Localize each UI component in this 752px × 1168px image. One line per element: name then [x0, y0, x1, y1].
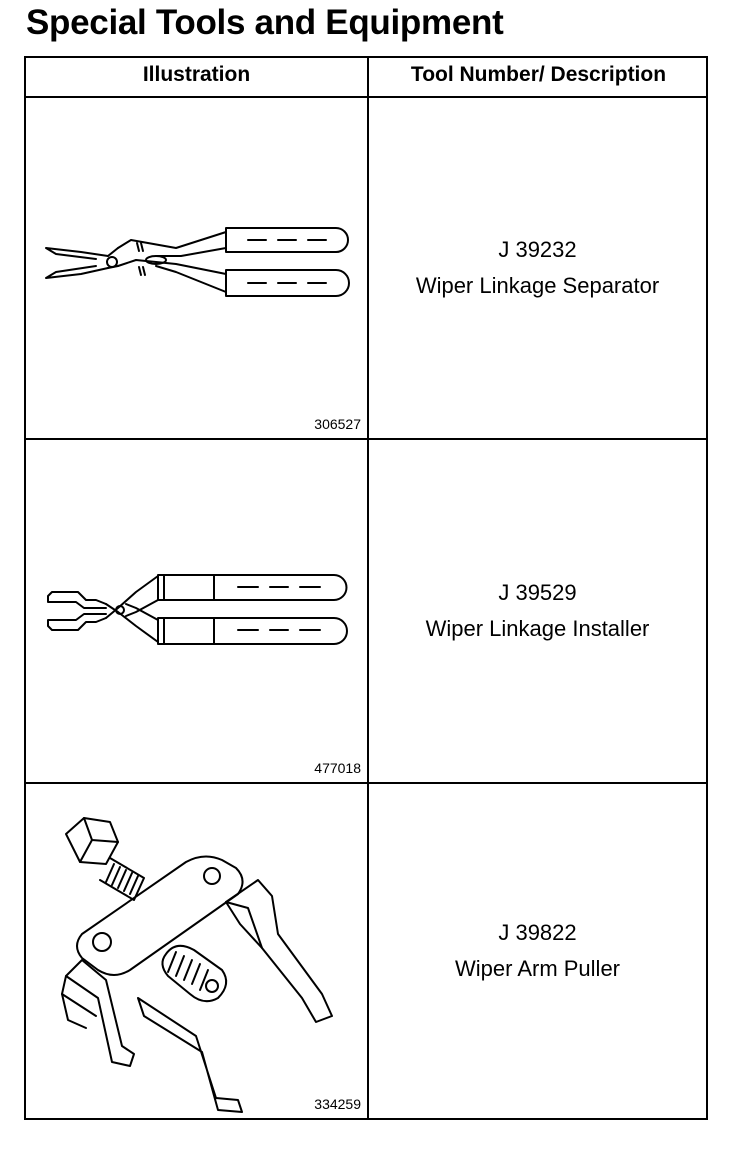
header-tool-description: Tool Number/ Description [410, 63, 667, 86]
arm-puller-icon [61, 817, 333, 1113]
description-cell: J 39529 Wiper Linkage Installer [369, 440, 706, 782]
tool-description: Wiper Arm Puller [454, 956, 621, 981]
illustration-cell: 477018 [26, 440, 367, 782]
tools-table: Illustration Tool Number/ Description [24, 56, 708, 1120]
table-row: 334259 J 39822 Wiper Arm Puller [26, 784, 706, 1118]
description-cell: J 39232 Wiper Linkage Separator [369, 98, 706, 438]
illustration-cell: 334259 [26, 784, 367, 1118]
header-illustration: Illustration [142, 63, 251, 86]
column-divider [367, 58, 369, 1118]
tool-number: J 39529 [498, 580, 577, 605]
illustration-ref-number: 477018 [314, 760, 361, 776]
tool-number: J 39822 [498, 920, 577, 945]
pliers-separator-icon [45, 227, 350, 297]
pliers-installer-icon [47, 574, 348, 645]
table-row: 477018 J 39529 Wiper Linkage Installer [26, 440, 706, 782]
illustration-ref-number: 306527 [314, 416, 361, 432]
page-title: Special Tools and Equipment [26, 3, 504, 42]
table-row: 306527 J 39232 Wiper Linkage Separator [26, 98, 706, 438]
illustration-ref-number: 334259 [314, 1096, 361, 1112]
illustration-cell: 306527 [26, 98, 367, 438]
tool-number: J 39232 [498, 237, 577, 262]
header-divider [26, 96, 706, 98]
row-divider [26, 438, 706, 440]
tool-description: Wiper Linkage Separator [415, 273, 660, 298]
tool-description: Wiper Linkage Installer [425, 616, 650, 641]
row-divider [26, 782, 706, 784]
description-cell: J 39822 Wiper Arm Puller [369, 784, 706, 1118]
